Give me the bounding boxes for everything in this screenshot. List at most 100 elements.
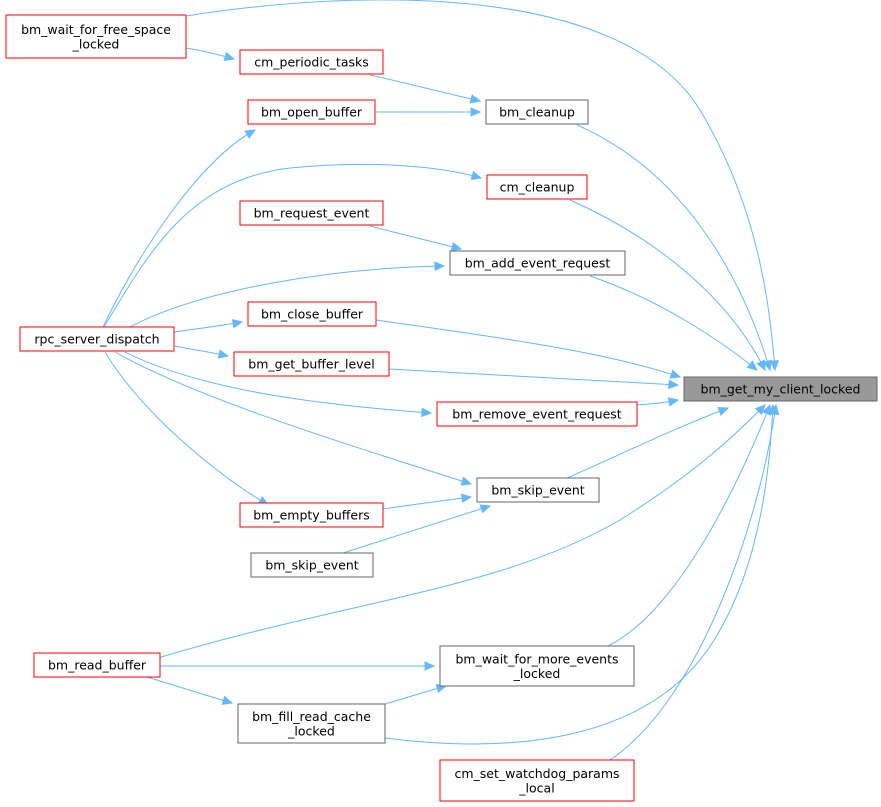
node-bm_get_buffer_level[interactable]: bm_get_buffer_level (233, 351, 390, 377)
arrowhead-bm_skip_event_a (460, 476, 473, 486)
edge-bm_fill_read_cache_locked-to-bm_wait_for_more_events_locked (384, 685, 447, 705)
node-box (19, 326, 175, 352)
node-bm_remove_event_request[interactable]: bm_remove_event_request (436, 401, 638, 427)
node-bm_read_buffer[interactable]: bm_read_buffer (33, 652, 161, 678)
arrowhead-bm_get_my_client_locked (756, 359, 766, 372)
node-box (486, 174, 588, 200)
node-bm_get_my_client_locked[interactable]: bm_get_my_client_locked (683, 376, 878, 402)
edge-bm_wait_for_more_events_locked-to-bm_get_my_client_locked (607, 404, 771, 647)
arrowhead-bm_cleanup (469, 94, 482, 104)
node-label: bm_wait_for_free_space (21, 22, 171, 37)
node-label: bm_request_event (254, 206, 370, 221)
node-label: cm_set_watchdog_params (454, 766, 619, 781)
edge-bm_read_buffer-to-bm_fill_read_cache_locked (146, 676, 233, 704)
edge-bm_read_buffer-to-bm_get_my_client_locked (157, 404, 766, 659)
arrowhead-cm_cleanup (470, 170, 483, 181)
node-box (439, 759, 635, 802)
node-bm_empty_buffers[interactable]: bm_empty_buffers (239, 502, 384, 528)
arrowhead-bm_wait_for_more_events_locked (424, 661, 436, 671)
node-bm_fill_read_cache_locked[interactable]: bm_fill_read_cache_locked (237, 703, 386, 744)
node-box (247, 99, 376, 125)
node-rpc_server_dispatch[interactable]: rpc_server_dispatch (19, 326, 175, 352)
edge-rpc_server_dispatch-to-bm_close_buffer (173, 321, 243, 333)
node-bm_open_buffer[interactable]: bm_open_buffer (247, 99, 376, 125)
node-label: bm_cleanup (499, 105, 575, 120)
node-cm_periodic_tasks[interactable]: cm_periodic_tasks (239, 49, 384, 75)
edge-rpc_server_dispatch-to-bm_remove_event_request (124, 351, 432, 414)
node-cm_cleanup[interactable]: cm_cleanup (486, 174, 588, 200)
nodes-layer: bm_wait_for_free_space_lockedcm_periodic… (5, 14, 878, 802)
arrowhead-bm_skip_event_a (479, 504, 492, 514)
node-label: cm_cleanup (500, 180, 575, 195)
arrowhead-bm_add_event_request (450, 242, 463, 252)
edge-bm_skip_event_a-to-bm_get_my_client_locked (566, 407, 729, 479)
node-label: bm_read_buffer (48, 658, 147, 673)
node-bm_close_buffer[interactable]: bm_close_buffer (247, 301, 377, 327)
arrowhead-bm_open_buffer (244, 129, 257, 139)
edge-rpc_server_dispatch-to-bm_add_event_request (129, 265, 445, 328)
edge-rpc_server_dispatch-to-bm_empty_buffers (104, 351, 269, 506)
node-bm_wait_for_more_events_locked[interactable]: bm_wait_for_more_events_locked (439, 645, 635, 687)
arrowhead-bm_close_buffer (231, 318, 244, 329)
node-box (436, 401, 638, 427)
edge-bm_wait_for_free_space_locked-to-bm_get_my_client_locked (185, 0, 776, 371)
node-bm_wait_for_free_space_locked[interactable]: bm_wait_for_free_space_locked (5, 14, 187, 59)
arrowhead-bm_skip_event_a (460, 493, 473, 503)
edge-bm_add_event_request-to-bm_get_my_client_locked (589, 275, 758, 371)
node-box (239, 502, 384, 528)
arrowhead-bm_get_buffer_level (217, 349, 230, 359)
node-label: _locked (513, 666, 561, 681)
node-box (247, 301, 377, 327)
edge-bm_skip_event_b-to-bm_skip_event_a (342, 505, 491, 554)
node-label: _locked (287, 723, 335, 738)
arrowhead-bm_cleanup (470, 107, 482, 117)
node-box (233, 351, 390, 377)
node-bm_add_event_request[interactable]: bm_add_event_request (449, 250, 626, 276)
arrowhead-bm_get_my_client_locked (754, 404, 766, 416)
edge-bm_get_buffer_level-to-bm_get_my_client_locked (388, 368, 679, 386)
node-box (33, 652, 161, 678)
node-label: _locked (72, 36, 120, 51)
arrowhead-bm_get_my_client_locked (769, 403, 780, 416)
node-label: bm_empty_buffers (253, 508, 370, 523)
arrowhead-bm_get_my_client_locked (667, 397, 680, 407)
node-box (5, 14, 187, 59)
node-cm_set_watchdog_params_local[interactable]: cm_set_watchdog_params_local (439, 759, 635, 802)
node-label: bm_remove_event_request (452, 407, 622, 422)
node-label: bm_skip_event (265, 558, 358, 573)
node-bm_request_event[interactable]: bm_request_event (239, 200, 384, 226)
node-label: bm_fill_read_cache (252, 709, 371, 724)
arrowhead-bm_get_my_client_locked (762, 403, 771, 416)
edges-layer (102, 0, 780, 761)
node-box (449, 250, 626, 276)
arrowhead-cm_periodic_tasks (223, 51, 236, 62)
node-bm_skip_event_b[interactable]: bm_skip_event (250, 552, 374, 578)
node-label: bm_wait_for_more_events (455, 651, 618, 666)
arrowhead-bm_fill_read_cache_locked (221, 695, 234, 705)
node-label: bm_add_event_request (465, 256, 611, 271)
arrowhead-bm_remove_event_request (421, 407, 433, 418)
node-box (237, 703, 386, 744)
arrowhead-bm_get_my_client_locked (668, 379, 680, 390)
edge-cm_periodic_tasks-to-bm_cleanup (369, 74, 481, 102)
node-box (239, 49, 384, 75)
node-label: bm_get_my_client_locked (701, 382, 861, 397)
node-label: bm_close_buffer (261, 307, 364, 322)
edge-bm_fill_read_cache_locked-to-bm_get_my_client_locked (384, 404, 774, 745)
node-label: bm_open_buffer (261, 105, 363, 120)
arrowhead-bm_get_my_client_locked (769, 360, 779, 372)
node-label: bm_get_buffer_level (248, 357, 374, 372)
node-bm_skip_event_a[interactable]: bm_skip_event (476, 477, 600, 503)
node-box (439, 645, 635, 687)
arrowhead-bm_get_my_client_locked (746, 360, 758, 371)
node-bm_cleanup[interactable]: bm_cleanup (485, 99, 589, 125)
node-box (485, 99, 589, 125)
edge-cm_cleanup-to-bm_get_my_client_locked (569, 199, 766, 371)
node-label: cm_periodic_tasks (254, 55, 369, 70)
arrowhead-bm_get_my_client_locked (762, 359, 772, 372)
node-label: bm_skip_event (491, 483, 584, 498)
arrowhead-bm_get_my_client_locked (669, 369, 682, 379)
edge-bm_cleanup-to-bm_get_my_client_locked (576, 124, 771, 371)
edge-bm_close_buffer-to-bm_get_my_client_locked (375, 319, 681, 378)
